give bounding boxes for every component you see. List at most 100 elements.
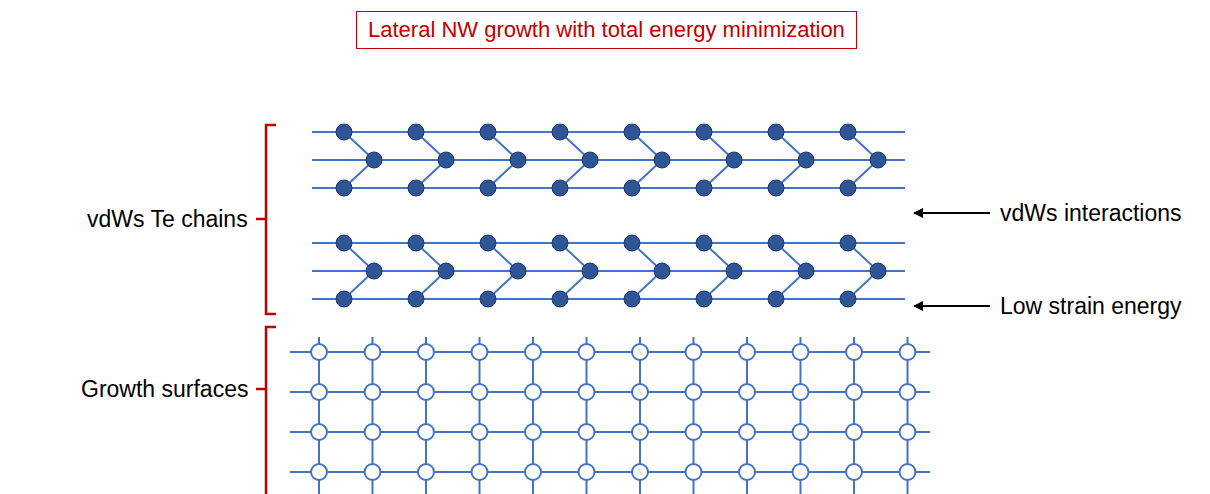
surface-atom: [579, 464, 595, 480]
te-atom: [870, 263, 886, 279]
te-atom: [552, 180, 568, 196]
lattice-line: [290, 431, 930, 433]
lattice-line: [290, 351, 930, 353]
surface-atom: [525, 344, 541, 360]
te-atom: [480, 124, 496, 140]
surface-atom: [739, 424, 755, 440]
surface-atom: [579, 344, 595, 360]
annotation-label: Low strain energy: [998, 293, 1184, 320]
te-atom: [336, 235, 352, 251]
te-atom: [798, 152, 814, 168]
te-atom: [336, 124, 352, 140]
surface-atom: [579, 384, 595, 400]
surface-atom: [525, 424, 541, 440]
pointer-arrow: [914, 212, 990, 214]
te-atom: [480, 235, 496, 251]
surface-atom: [793, 424, 809, 440]
te-atom: [336, 291, 352, 307]
surface-atom: [472, 384, 488, 400]
te-atom: [768, 291, 784, 307]
te-atom: [840, 124, 856, 140]
te-atom: [408, 180, 424, 196]
surface-atom: [525, 384, 541, 400]
te-atom: [624, 235, 640, 251]
te-atom: [768, 124, 784, 140]
surface-atom: [365, 384, 381, 400]
surface-atom: [418, 424, 434, 440]
te-atom: [408, 124, 424, 140]
surface-atom: [365, 464, 381, 480]
te-atom: [870, 152, 886, 168]
surface-atom: [632, 424, 648, 440]
surface-atom: [793, 384, 809, 400]
surface-atom: [472, 464, 488, 480]
te-atom: [768, 235, 784, 251]
te-atom: [366, 263, 382, 279]
surface-atom: [686, 424, 702, 440]
surface-atom: [311, 464, 327, 480]
surface-atom: [900, 344, 916, 360]
te-atom: [438, 152, 454, 168]
te-atom: [696, 291, 712, 307]
te-atom: [726, 263, 742, 279]
surface-atom: [311, 344, 327, 360]
te-atom: [552, 235, 568, 251]
te-atom: [336, 180, 352, 196]
surface-atom: [472, 424, 488, 440]
te-atom: [798, 263, 814, 279]
group-label: Growth surfaces: [79, 376, 250, 403]
te-atom: [696, 180, 712, 196]
te-atom: [408, 291, 424, 307]
te-atom: [624, 180, 640, 196]
lattice-line: [290, 391, 930, 393]
te-atom: [510, 263, 526, 279]
te-atom: [840, 235, 856, 251]
te-atom: [726, 152, 742, 168]
group-label: vdWs Te chains: [85, 206, 250, 233]
te-atom: [696, 124, 712, 140]
chain-line: [312, 242, 905, 244]
te-chains: [312, 124, 905, 307]
surface-atom: [632, 344, 648, 360]
te-atom: [480, 180, 496, 196]
te-atom: [438, 263, 454, 279]
surface-atom: [311, 424, 327, 440]
surface-atom: [900, 424, 916, 440]
title-text: Lateral NW growth with total energy mini…: [368, 17, 845, 43]
chain-line: [312, 298, 905, 300]
te-atom: [654, 263, 670, 279]
surface-atom: [365, 344, 381, 360]
surface-atom: [846, 344, 862, 360]
chain-line: [312, 159, 905, 161]
lattice-line: [290, 471, 930, 473]
chain-line: [312, 270, 905, 272]
te-atom: [624, 124, 640, 140]
te-atom: [480, 291, 496, 307]
surface-atom: [739, 344, 755, 360]
te-atom: [840, 291, 856, 307]
te-atom: [624, 291, 640, 307]
title-box: Lateral NW growth with total energy mini…: [356, 11, 857, 49]
surface-atom: [846, 384, 862, 400]
surface-atom: [472, 344, 488, 360]
te-atom: [408, 235, 424, 251]
te-atom: [582, 263, 598, 279]
bracket: [256, 125, 276, 314]
surface-atom: [579, 424, 595, 440]
surface-atom: [900, 384, 916, 400]
surface-atom: [846, 464, 862, 480]
surface-atom: [739, 384, 755, 400]
surface-atom: [632, 464, 648, 480]
te-atom: [840, 180, 856, 196]
annotation-label: vdWs interactions: [998, 200, 1184, 227]
te-atom: [366, 152, 382, 168]
surface-atom: [311, 384, 327, 400]
surface-atom: [365, 424, 381, 440]
pointer-arrow: [914, 305, 990, 307]
surface-atom: [632, 384, 648, 400]
surface-atom: [793, 464, 809, 480]
surface-atom: [418, 384, 434, 400]
chain-line: [312, 131, 905, 133]
te-atom: [552, 291, 568, 307]
